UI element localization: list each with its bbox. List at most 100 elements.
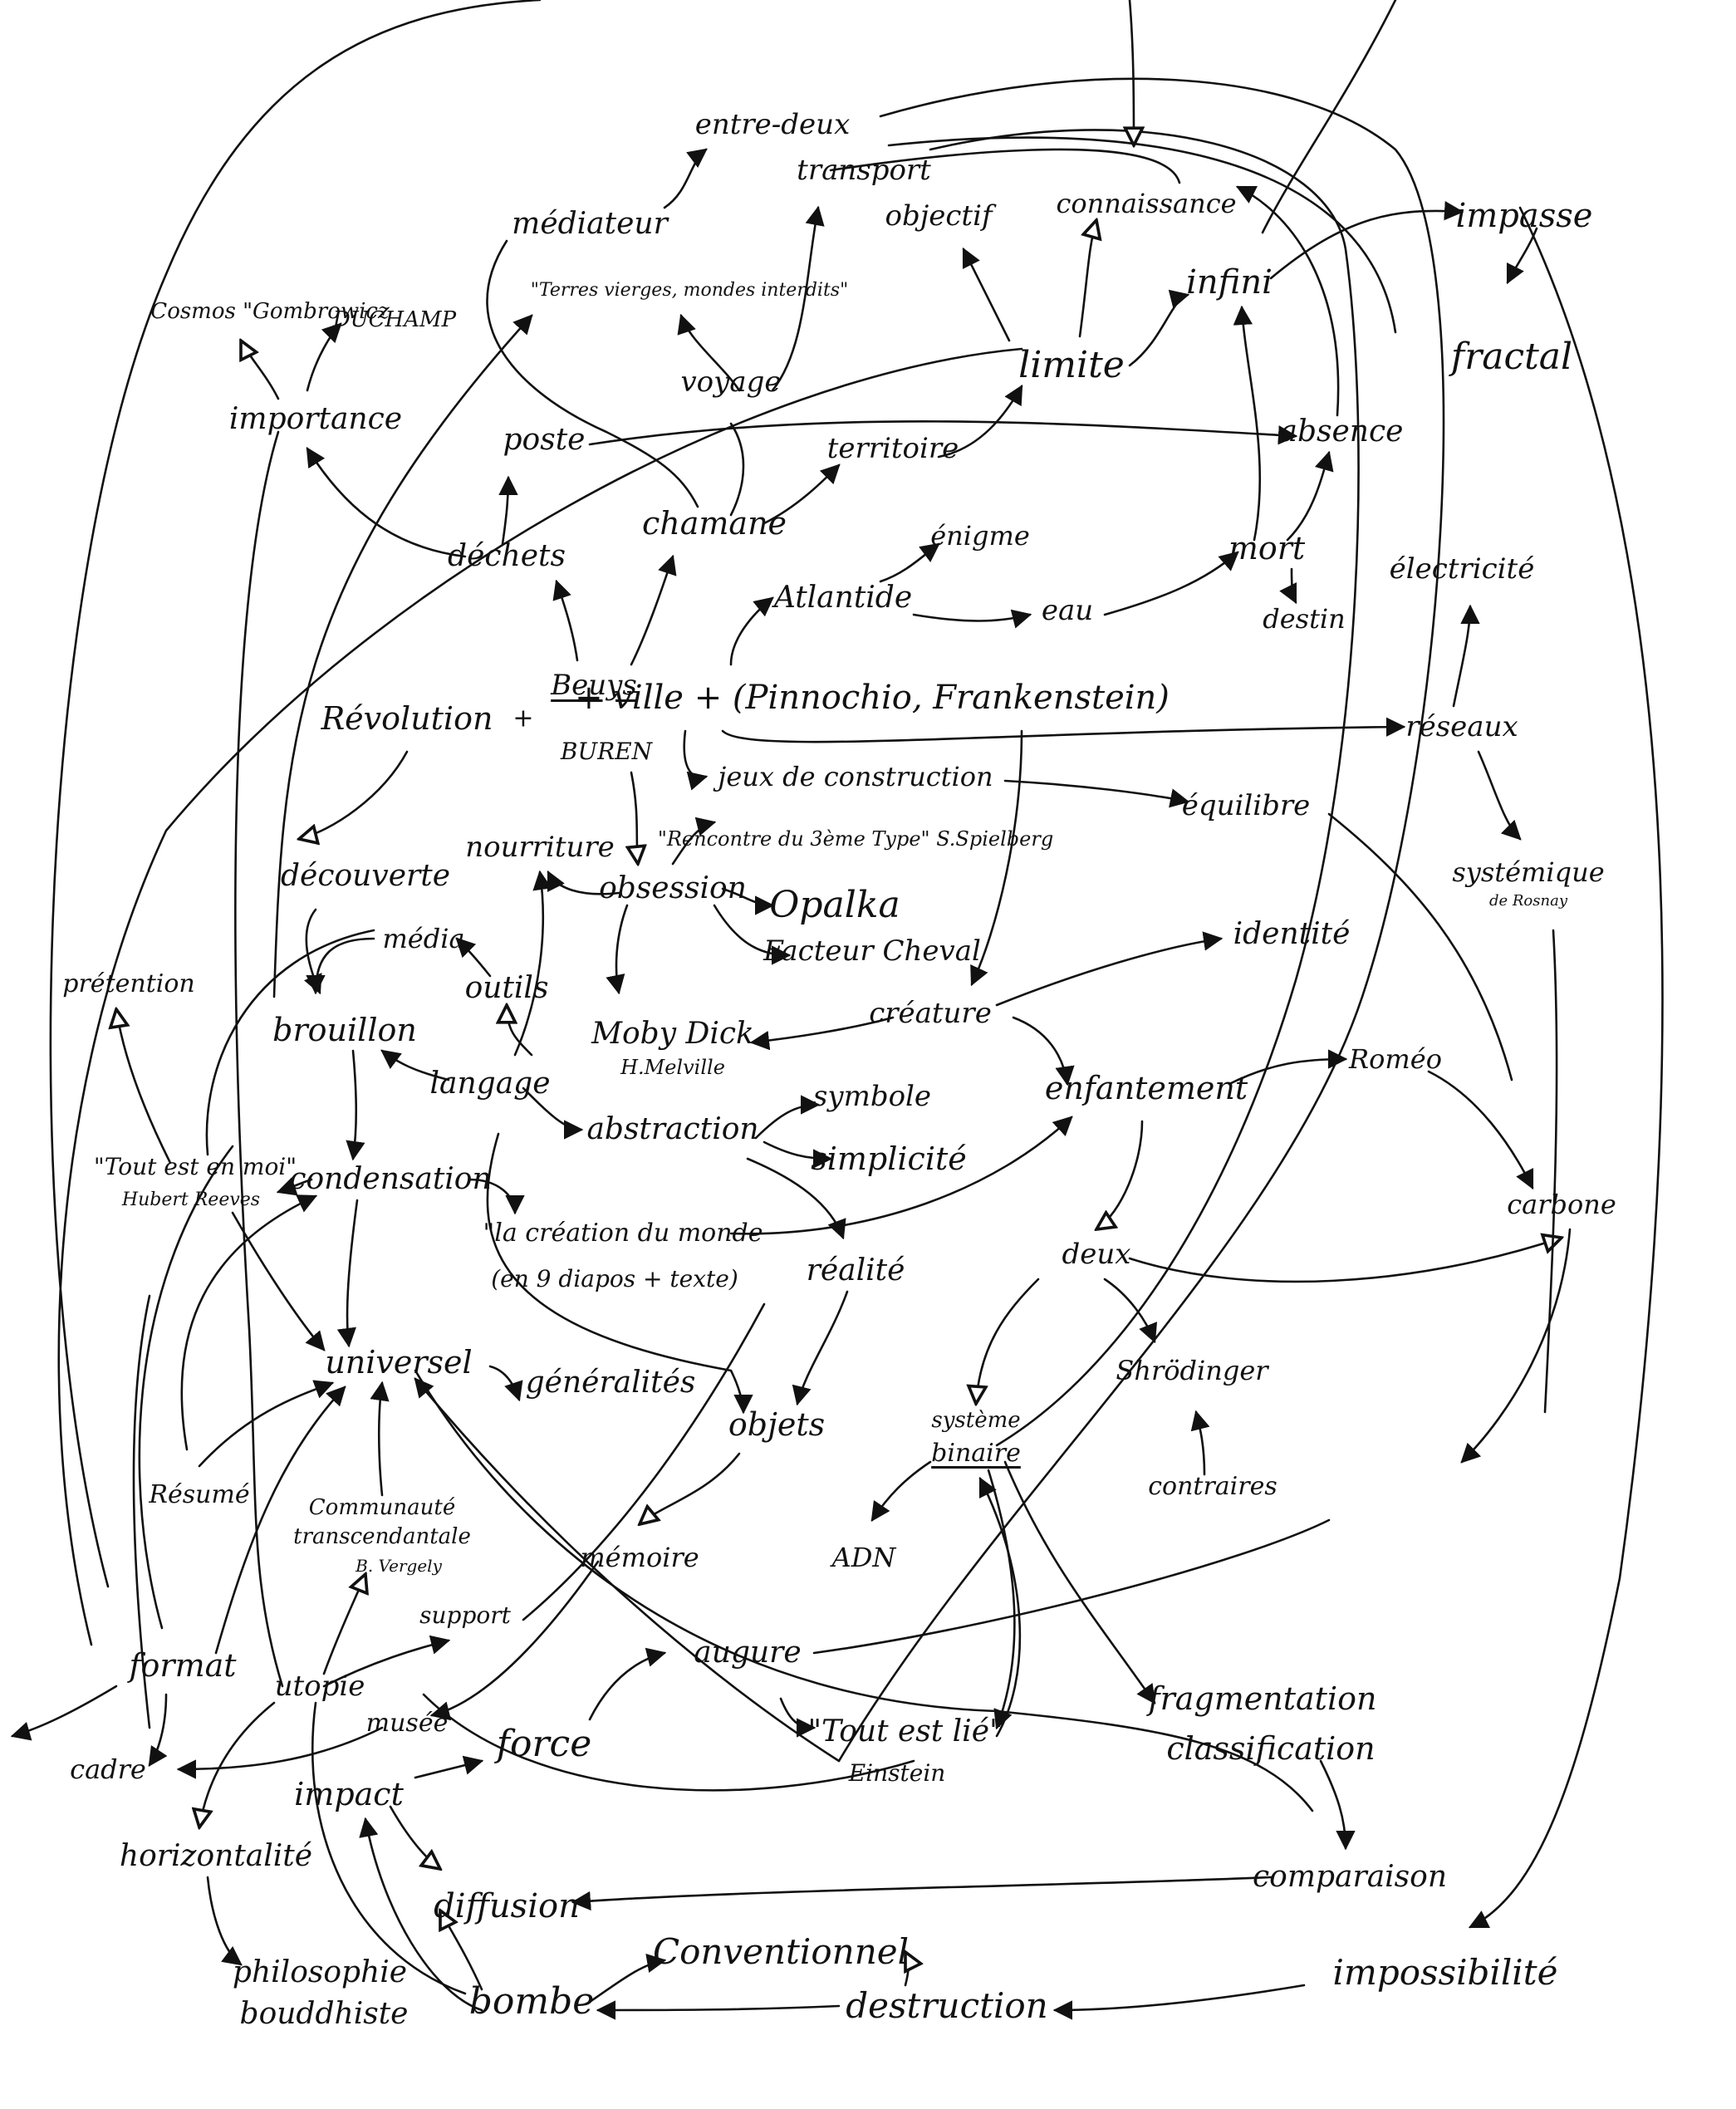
edge-creature-moby [749, 1016, 895, 1051]
edge-format-cadre [148, 1693, 168, 1767]
edge-creature-identite [995, 931, 1224, 1007]
edge-utopie-support [322, 1635, 451, 1688]
edge-realite-objets [792, 1290, 849, 1406]
edge-reseaux-systemique [1477, 750, 1522, 841]
edge-atlantide-eau [912, 609, 1032, 629]
jeux-node: jeux de construction [718, 761, 993, 792]
edge-universel-back [414, 1377, 841, 1763]
absence-node: absence [1279, 414, 1404, 449]
edge-importance-chamane [272, 314, 533, 998]
edge-carbone-contraires [1460, 1228, 1572, 1464]
edge-impact-force [414, 1755, 484, 1779]
philosophie-line1: philosophie [232, 1955, 408, 1989]
symbole-node: symbole [812, 1080, 932, 1113]
communaute-line1: Communauté [308, 1495, 456, 1520]
utopie-node: utopie [274, 1670, 365, 1703]
edge-impact-diffusion [389, 1805, 440, 1869]
duchamp-node: DUCHAMP [332, 307, 457, 332]
romeo-node: Roméo [1349, 1043, 1442, 1075]
systemique-node: systémique [1452, 856, 1605, 888]
destin-node: destin [1263, 603, 1346, 635]
edge-musee-cadre [176, 1726, 384, 1779]
decouverte-node: découverte [281, 859, 450, 893]
media-node: média [382, 923, 465, 954]
brouillon-node: brouillon [272, 1012, 417, 1048]
atlantide-node: Atlantide [773, 581, 913, 615]
carbone-node: carbone [1507, 1189, 1616, 1220]
edge-absence-connaissance [1235, 185, 1340, 417]
edge-ville-creature [970, 729, 1023, 987]
equilibre-node: équilibre [1181, 789, 1311, 822]
edge-buren-obsession [631, 771, 638, 864]
edge-impasse-fractal [1506, 227, 1538, 285]
augure-node: augure [694, 1636, 802, 1670]
terres-vierges-node: "Terres vierges, mondes interdits" [530, 280, 849, 301]
edge-horizontalite-philosophie [206, 1876, 243, 1966]
edge-dechets-importance [306, 447, 467, 558]
edge-condensation-creation [468, 1178, 525, 1215]
edge-brouillon-condensation [346, 1049, 365, 1161]
territoire-node: territoire [826, 432, 959, 465]
chamane-node: chamane [641, 505, 787, 542]
edge-obsession-rencontre [671, 817, 717, 866]
edge-bombe-diffusion [440, 1910, 483, 1991]
edge-mediateur-entredeux [663, 148, 708, 209]
edge-jeux-equilibre [1003, 779, 1190, 808]
cosmos-node: Cosmos "Gombrowicz [150, 299, 390, 324]
facteur-node: Facteur Cheval [763, 934, 981, 968]
transport-node: transport [797, 154, 931, 187]
diffusion-node: diffusion [434, 1887, 580, 1925]
edge-chamane-territoire [763, 463, 841, 525]
poste-node: poste [503, 423, 586, 457]
edge-force-augure [588, 1647, 667, 1721]
edge-pretention-media [205, 929, 375, 1156]
edge-abstraction-simplicite [763, 1140, 833, 1169]
edge-atlantide-enigme [879, 542, 940, 583]
buren-node: BUREN [560, 738, 653, 765]
edge-destruction-conventionnel [905, 1952, 909, 1987]
fragmentation-node: fragmentation [1148, 1680, 1377, 1717]
edge-systemique-down [1543, 929, 1558, 1414]
edge-systeme-fragmentation [1003, 1460, 1156, 1704]
edge-destruction-bombe [596, 2000, 841, 2020]
musee-node: musée [365, 1709, 449, 1738]
edge-deux-schrodinger [1103, 1278, 1158, 1344]
creation-monde-detail: (en 9 diapos + texte) [491, 1265, 738, 1292]
edge-deux-systeme [976, 1278, 1040, 1404]
edge-realite-support [522, 1302, 766, 1621]
universel-node: universel [325, 1344, 473, 1381]
edge-chamane-voyage [729, 422, 745, 517]
mediateur-node: médiateur [512, 207, 668, 241]
loop-musee-fragmentation [422, 1693, 915, 1792]
edge-voyage-terres [677, 313, 741, 392]
beuys-node: Beuys [551, 669, 637, 702]
edge-universel-generalites [488, 1365, 523, 1402]
contraires-node: contraires [1148, 1472, 1277, 1501]
importance-node: importance [228, 402, 403, 436]
enfantement-node: enfantement [1044, 1070, 1248, 1106]
edge-mort-destin [1279, 567, 1297, 605]
edge-memoire-musee [429, 1560, 600, 1721]
tout-en-moi-node: "Tout est en moi" [93, 1153, 297, 1180]
tout-en-moi-author: Hubert Reeves [121, 1189, 261, 1210]
edge-comparaison-diffusion [571, 1876, 1273, 1911]
edge-top-connaissance [1130, 0, 1134, 145]
nourriture-node: nourriture [465, 831, 615, 864]
communaute-line2: transcendantale [293, 1524, 471, 1549]
edge-impasse-loop [887, 136, 1397, 334]
impasse-node: impasse [1455, 197, 1593, 235]
systeme-binaire-line1: système [931, 1408, 1021, 1433]
electricite-node: électricité [1389, 552, 1535, 586]
tout-lie-node: "Tout est lié" [807, 1714, 1003, 1749]
loop-universel-comparaison [414, 1369, 1314, 1812]
systeme-binaire-line2: binaire [931, 1439, 1021, 1468]
identite-node: identité [1233, 917, 1351, 951]
objets-node: objets [728, 1406, 826, 1443]
edge-infini-impasse [1269, 201, 1464, 280]
edge-top-infini [1261, 0, 1397, 234]
edge-toutenmoi-pretention [116, 1009, 172, 1165]
fractal-node: fractal [1450, 336, 1573, 378]
infini-node: infini [1186, 263, 1273, 302]
edge-langage-objets [486, 1132, 753, 1415]
langage-node: langage [429, 1067, 551, 1101]
